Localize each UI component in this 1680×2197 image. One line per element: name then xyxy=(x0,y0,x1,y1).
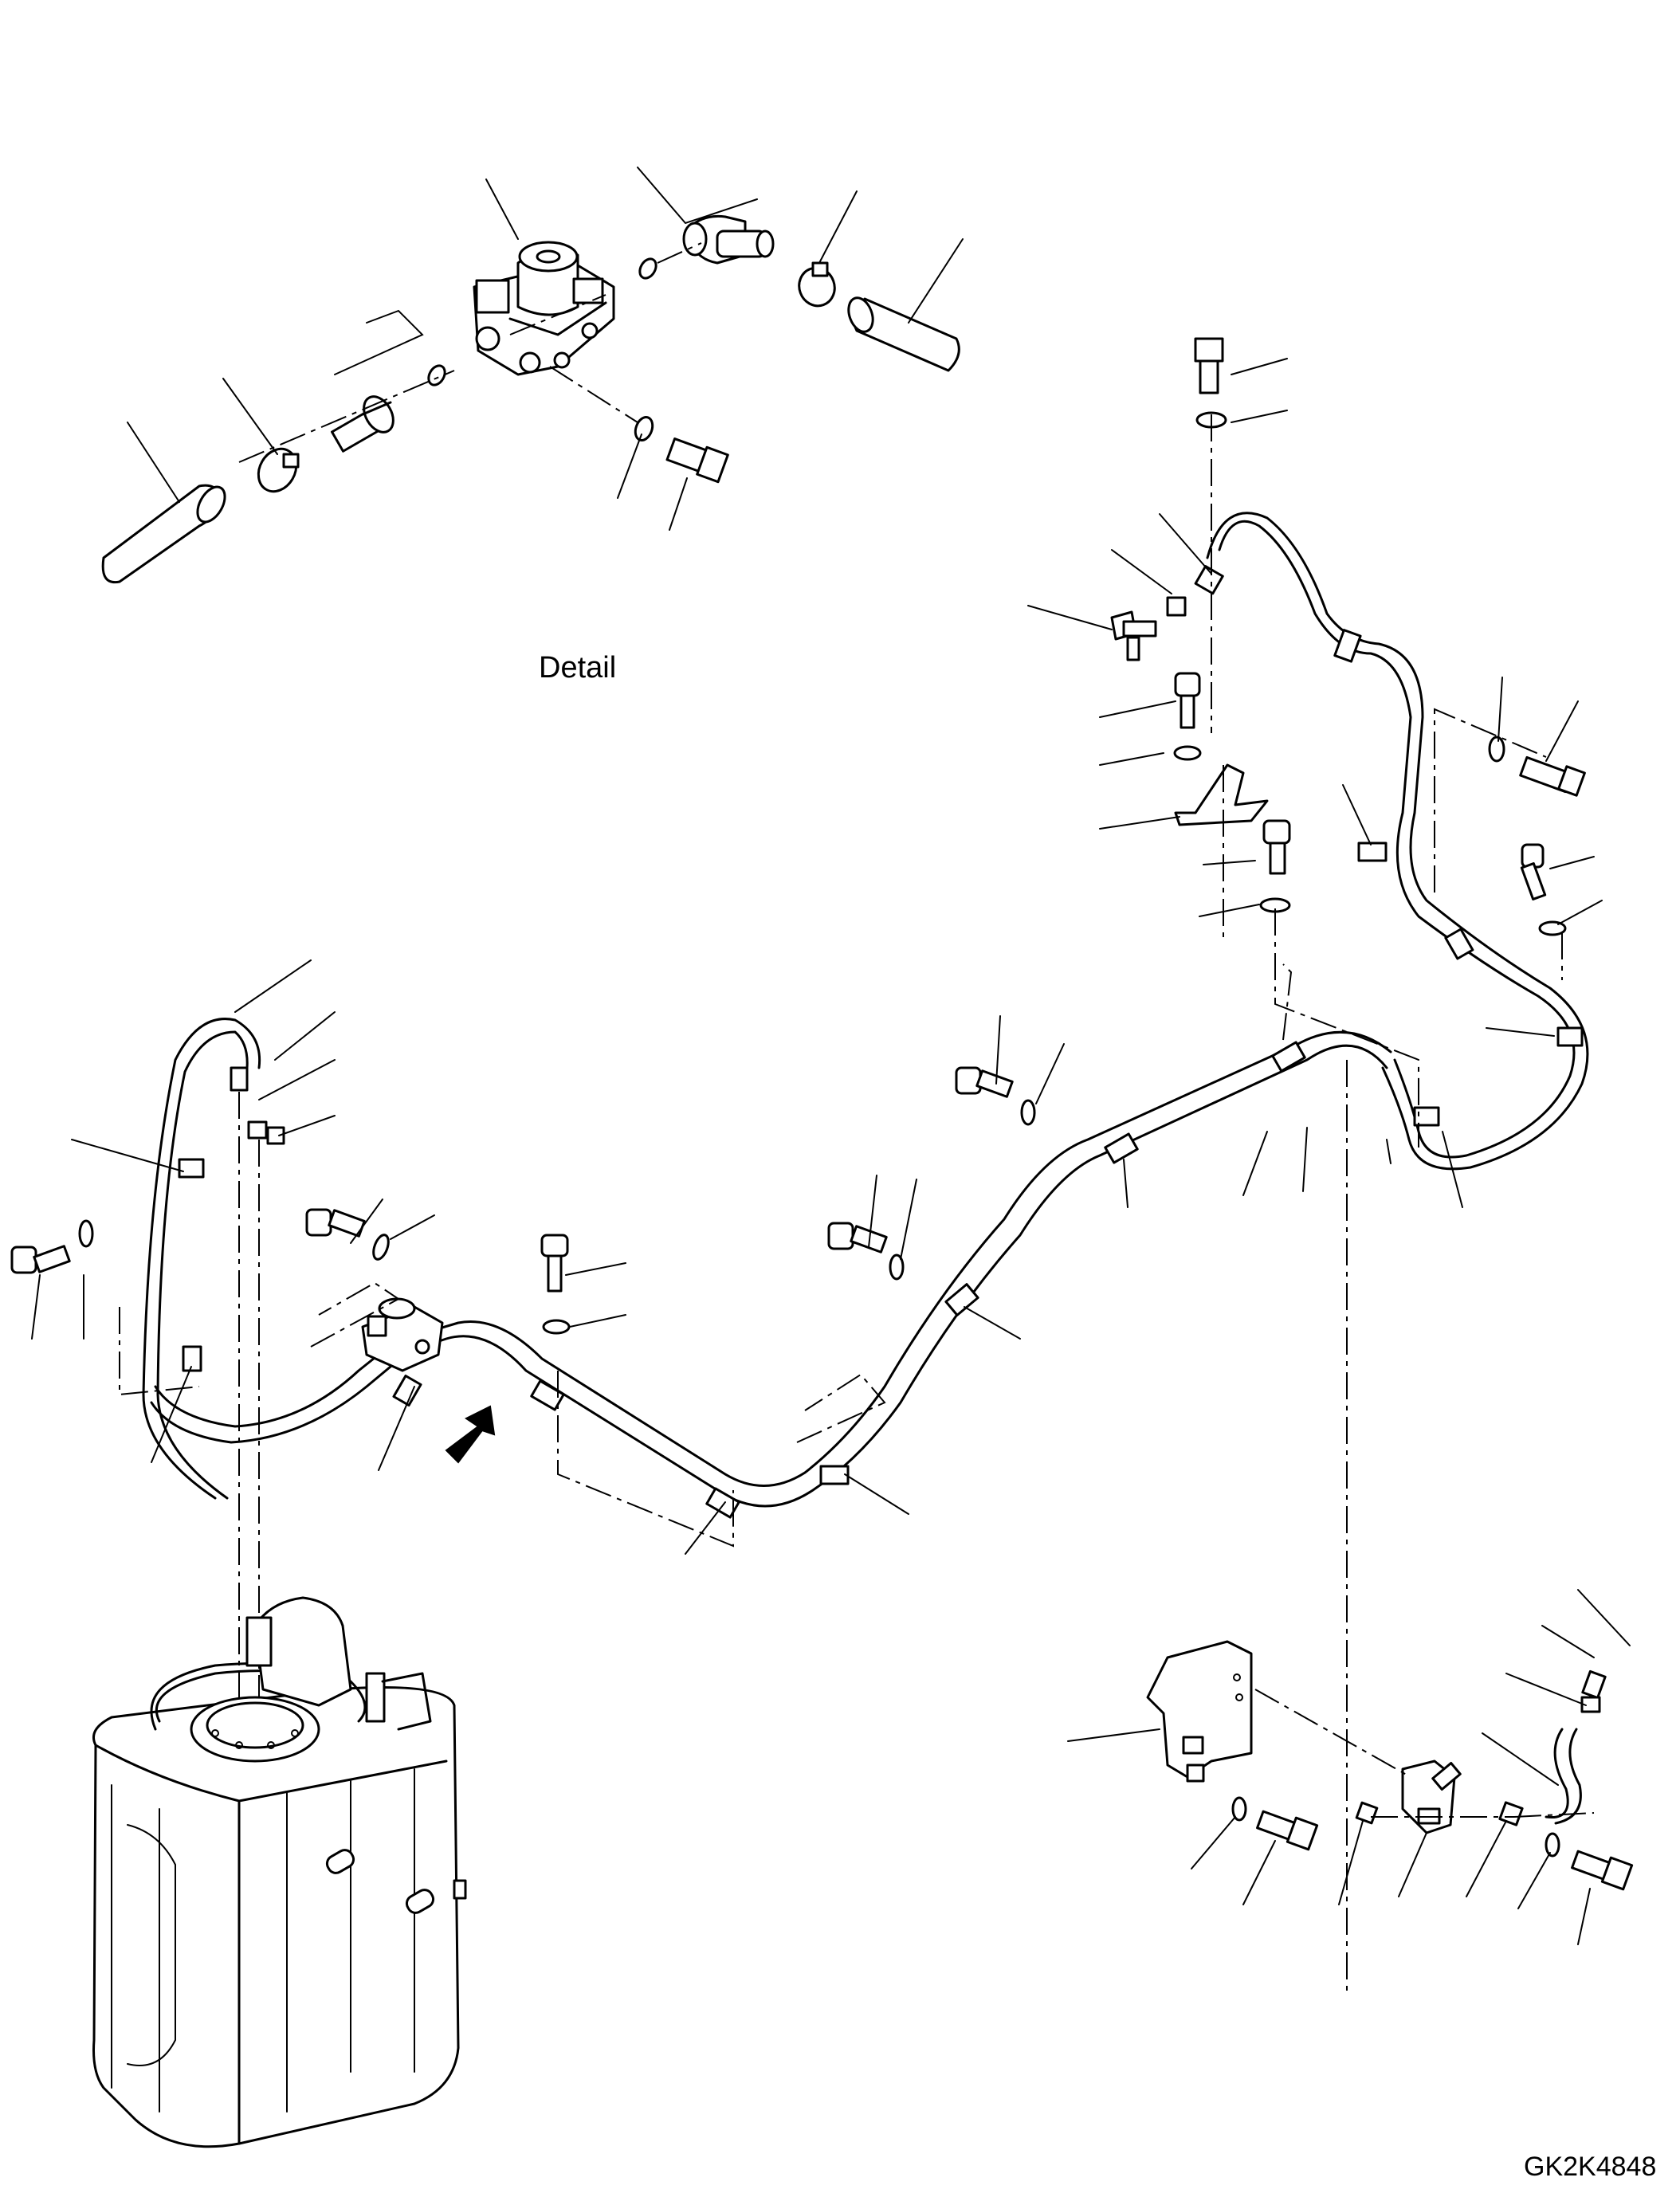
bolt-left-1 xyxy=(10,1219,94,1274)
main-hose-run xyxy=(10,959,1392,1833)
detail-solenoid-valve xyxy=(473,241,615,376)
clamp-main-4 xyxy=(530,1379,565,1411)
fitting-br-top xyxy=(1581,1669,1607,1700)
detail-clamp-left xyxy=(257,447,300,493)
clamp-ur-3 xyxy=(1444,928,1474,960)
clamp-main-3 xyxy=(392,1375,422,1406)
bolt-br-1 xyxy=(1231,1796,1319,1851)
clamp-ur-4 xyxy=(1556,1026,1584,1047)
fuel-tank xyxy=(92,1596,467,2148)
bolt-center xyxy=(540,1234,571,1335)
detail-fitting-left xyxy=(331,395,394,453)
detail-oring-left xyxy=(427,364,446,386)
upper-right-assembly xyxy=(1027,337,1603,1992)
bolt-center-right xyxy=(827,1222,905,1281)
bolt-upper-center xyxy=(955,1066,1036,1126)
clamp-ur-5 xyxy=(1413,1106,1440,1127)
bottom-right-bracket-assembly xyxy=(1067,1589,1634,1945)
tee-fitting-ur xyxy=(1110,565,1224,661)
bolt-br-2 xyxy=(1545,1832,1634,1891)
bracket-ur xyxy=(1174,763,1269,826)
detail-clamp-right xyxy=(798,261,836,308)
clamp-main-7 xyxy=(944,1283,979,1316)
clamp-main-5 xyxy=(705,1487,740,1519)
tube-end-topleft xyxy=(230,1066,285,1145)
clamp-main-2 xyxy=(182,1345,202,1372)
detail-hose-left xyxy=(101,484,226,584)
bolt-ur-right-2 xyxy=(1520,843,1567,936)
clamp-main-8 xyxy=(1104,1132,1139,1164)
tee-fitting-br xyxy=(1401,1760,1462,1834)
nut-br-2 xyxy=(1498,1801,1524,1826)
bolt-left-2 xyxy=(305,1208,390,1261)
bolt-ur-mid-2 xyxy=(1259,819,1291,913)
bolt-top-right xyxy=(1194,337,1227,429)
clamp-ur-2 xyxy=(1357,842,1388,862)
view-arrow-icon xyxy=(445,1405,496,1464)
main-solenoid-valve xyxy=(361,1297,444,1372)
detail-bolt xyxy=(634,415,729,484)
drawing-number: GK2K4848 xyxy=(1524,2152,1657,2182)
bolt-ur-right-1 xyxy=(1488,736,1586,797)
detail-caption: Detail xyxy=(539,651,617,685)
detail-oring-right xyxy=(638,257,657,280)
clamp-main-9 xyxy=(1271,1041,1306,1073)
clamp-ur-1 xyxy=(1333,629,1362,663)
detail-hose-right xyxy=(847,296,960,372)
bolt-ur-mid xyxy=(1173,672,1202,761)
nut-br-1 xyxy=(1355,1801,1379,1825)
detail-view xyxy=(101,167,964,584)
clamp-main-6 xyxy=(819,1465,850,1485)
clamp-main-1 xyxy=(178,1158,205,1179)
detail-fitting-right xyxy=(682,214,775,265)
